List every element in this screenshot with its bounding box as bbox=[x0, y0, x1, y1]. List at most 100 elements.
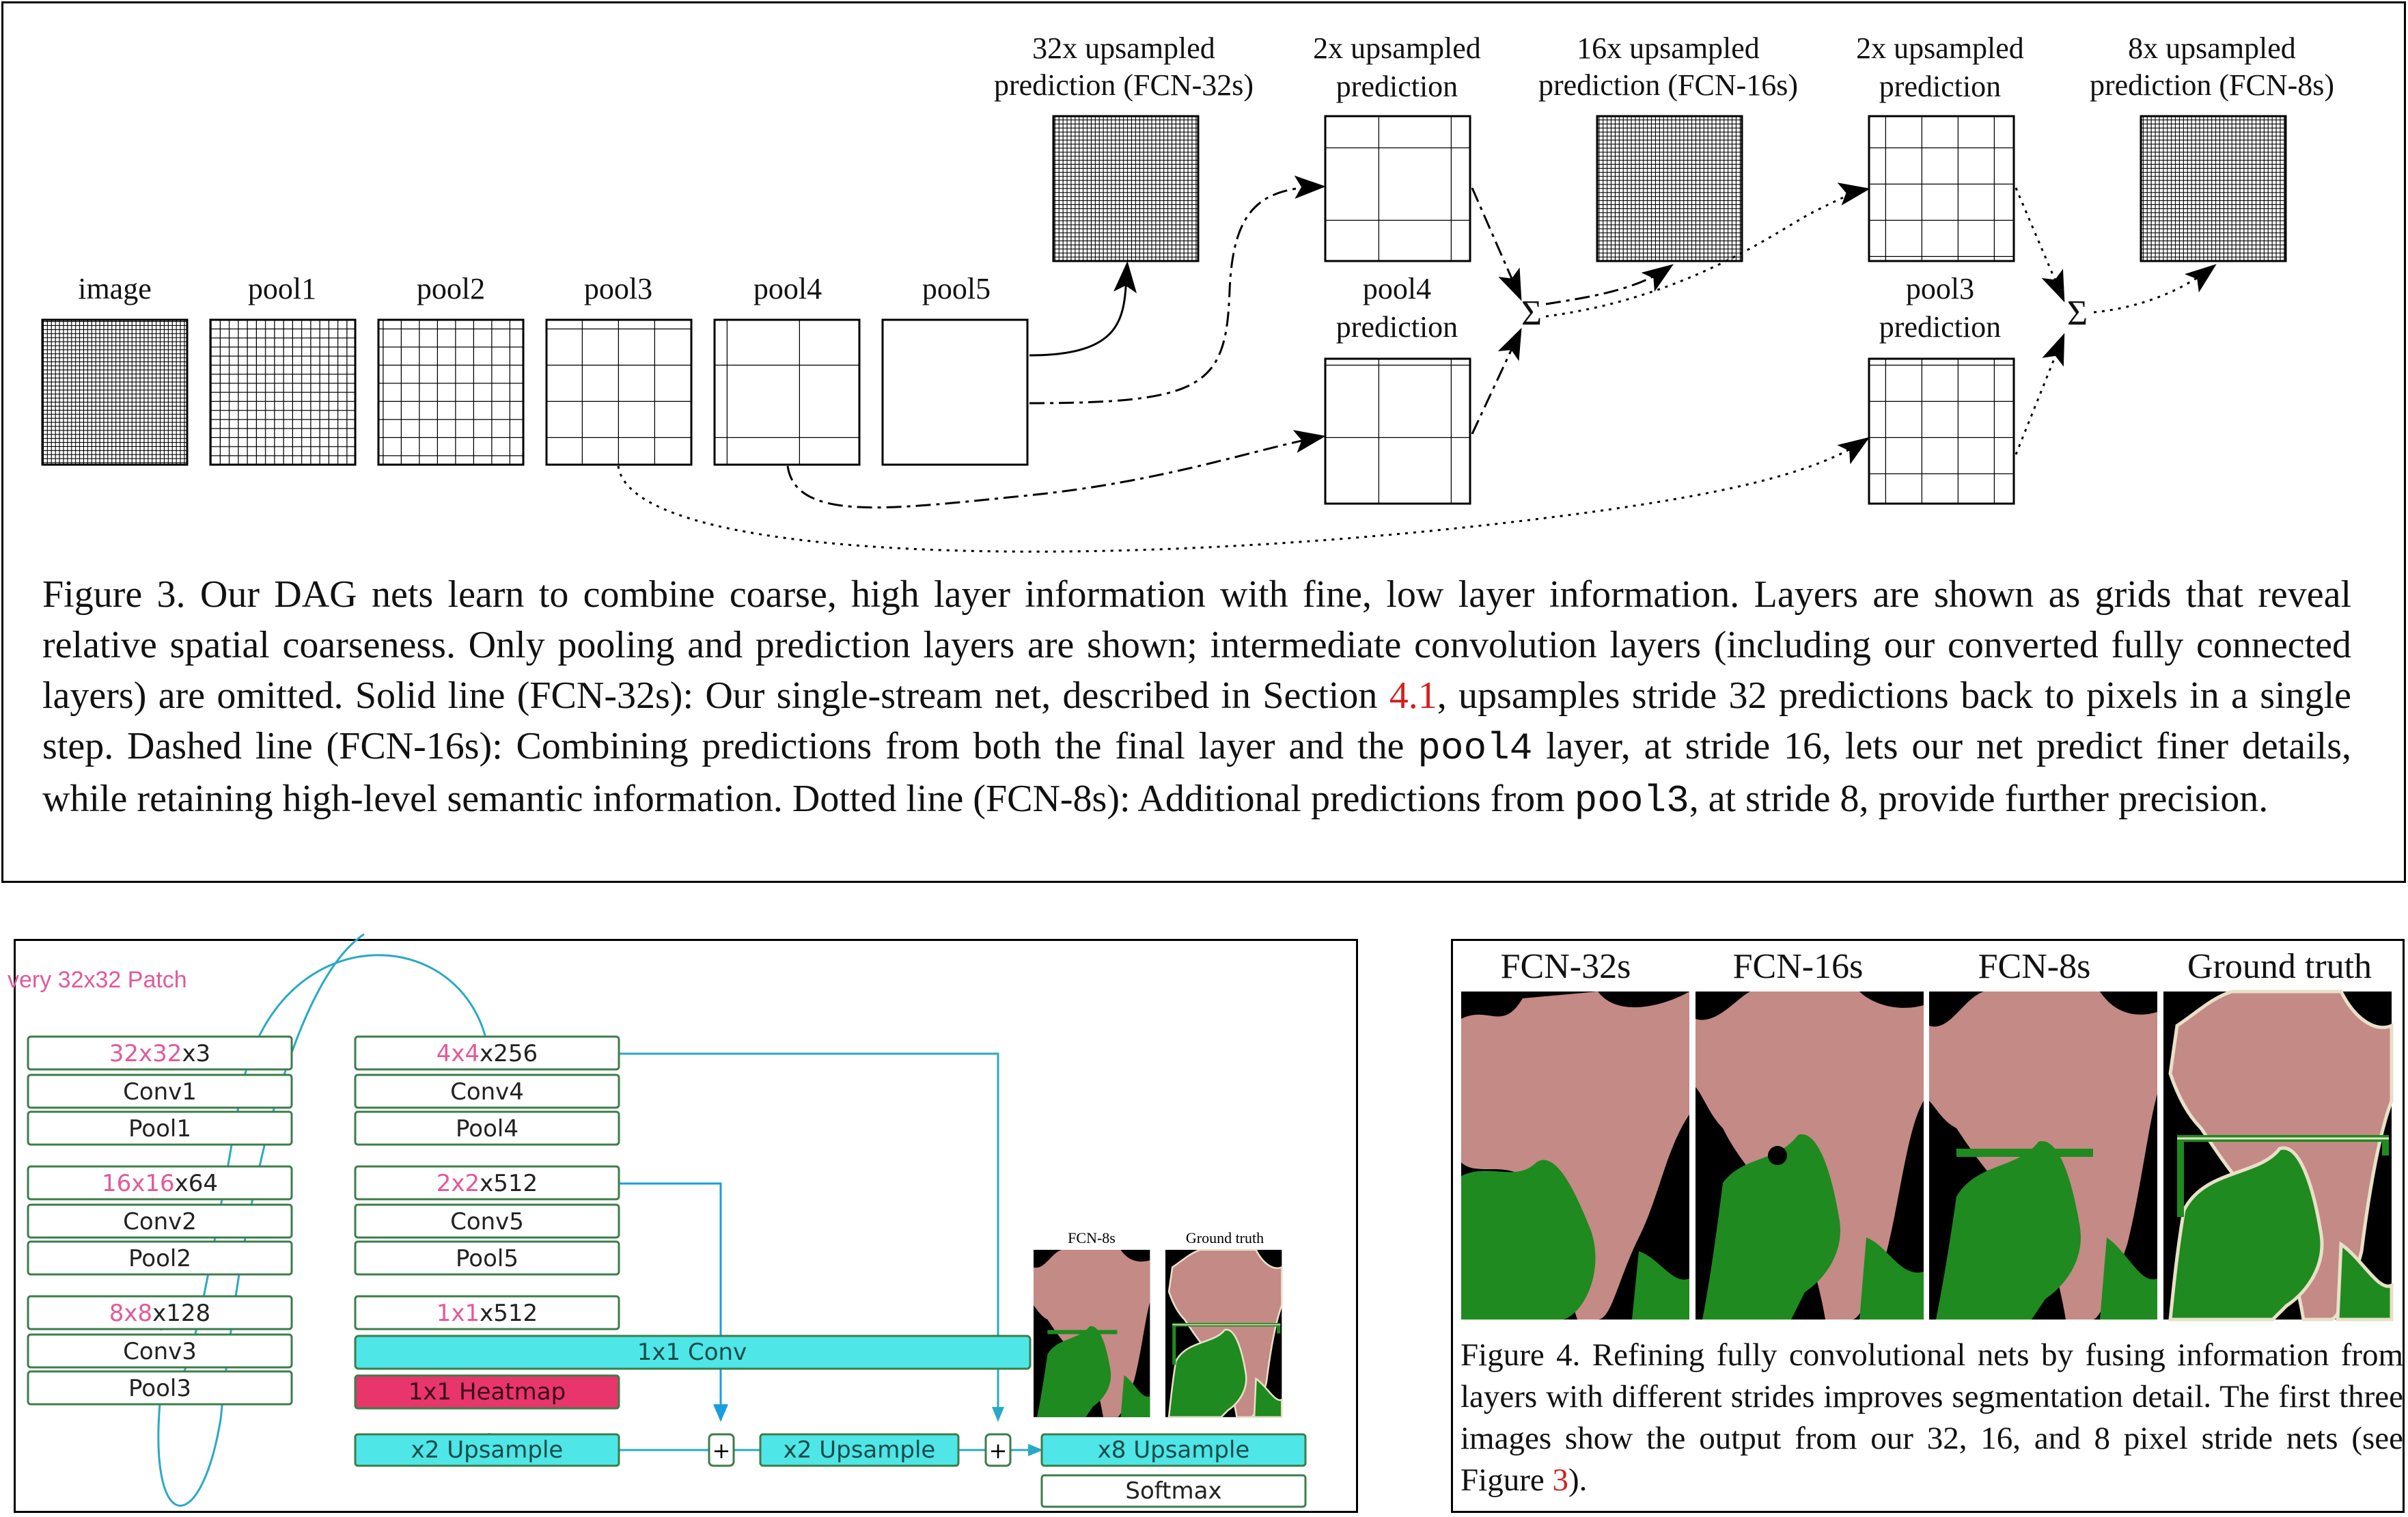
figure-3-panel: 32x upsampled prediction (FCN-32s) 2x up… bbox=[1, 1, 2406, 883]
middle-column-label-3: Pool4 bbox=[456, 1115, 518, 1143]
upsample-1 bbox=[354, 1433, 620, 1467]
middle-column: 4x4x256Conv4Pool42x2x512Conv5Pool51x1x51… bbox=[354, 1035, 620, 1330]
skip-4x4-to-x8 bbox=[618, 1052, 1004, 1422]
middle-column-box-5 bbox=[354, 1203, 620, 1239]
dotted-line-pred-to-sum bbox=[2015, 333, 2065, 455]
fig4-label-fcn8s: FCN-8s bbox=[1978, 947, 2091, 986]
dotted-line-2x-to-sum bbox=[2015, 187, 2065, 303]
grid-2x-prediction-top bbox=[1324, 115, 1471, 262]
pool-label-pool3: pool3 bbox=[584, 272, 652, 305]
pool-label-pool1: pool1 bbox=[248, 272, 316, 305]
heatmap-label: 1x1 Heatmap bbox=[409, 1378, 566, 1406]
left-column-label-5: Conv2 bbox=[123, 1208, 197, 1235]
top-label-5-line1: 8x upsampled bbox=[2128, 31, 2296, 65]
grid-pool3-prediction bbox=[1868, 357, 2015, 505]
heatmap-box bbox=[354, 1374, 620, 1410]
grid-pool4-prediction bbox=[1324, 357, 1471, 505]
pool-label-pool4: pool4 bbox=[753, 272, 822, 305]
top-label-2-line1: 2x upsampled bbox=[1313, 31, 1481, 65]
pool4-prediction-line1: pool4 bbox=[1363, 272, 1431, 305]
thumb-label-fcn8s: FCN-8s bbox=[1068, 1229, 1116, 1246]
fig4-label-ground-truth: Ground truth bbox=[2187, 947, 2372, 986]
segmentation-ground-truth bbox=[2163, 992, 2392, 1320]
pool4-prediction-line2: prediction bbox=[1336, 310, 1458, 344]
fig4-label-fcn16s: FCN-16s bbox=[1732, 947, 1864, 986]
middle-column-box-2 bbox=[354, 1074, 620, 1109]
figure-4-panel: FCN-32s FCN-16s FCN-8s Ground truth bbox=[1451, 939, 2405, 1513]
left-column-label-4: 16x16x64 bbox=[102, 1170, 218, 1197]
middle-column-label-6: Pool5 bbox=[456, 1245, 518, 1272]
pool-label-image: image bbox=[78, 272, 152, 305]
thumb-fcn8s bbox=[1034, 1250, 1150, 1417]
grid-32x-prediction bbox=[1052, 115, 1200, 262]
middle-column-label-7: 1x1x512 bbox=[437, 1300, 538, 1327]
top-label-1-line1: 32x upsampled bbox=[1032, 31, 1215, 65]
middle-column-box-7 bbox=[354, 1295, 620, 1330]
fig4-label-fcn32s: FCN-32s bbox=[1500, 947, 1631, 986]
grid-2x-prediction-second bbox=[1868, 115, 2015, 262]
middle-column-box-1 bbox=[354, 1035, 620, 1071]
top-label-1-line2: prediction (FCN-32s) bbox=[994, 68, 1254, 102]
upsample-3 bbox=[1040, 1433, 1307, 1467]
section-reference-link[interactable]: 4.1 bbox=[1389, 674, 1437, 717]
left-column-box-5 bbox=[27, 1203, 293, 1239]
grid-pool2 bbox=[377, 318, 525, 466]
top-label-3-line1: 16x upsampled bbox=[1577, 31, 1760, 65]
left-column-box-4 bbox=[27, 1165, 293, 1201]
left-column-label-1: 32x32x3 bbox=[109, 1040, 210, 1067]
grid-pool1 bbox=[209, 318, 357, 466]
top-label-4-line1: 2x upsampled bbox=[1856, 31, 2024, 65]
patch-label: very 32x32 Patch bbox=[8, 967, 187, 993]
grid-16x-prediction bbox=[1596, 115, 1743, 262]
conv-bar bbox=[354, 1335, 1032, 1370]
left-column-label-2: Conv1 bbox=[123, 1078, 197, 1106]
left-column-box-2 bbox=[27, 1074, 293, 1109]
grid-pool4 bbox=[713, 318, 861, 466]
grid-8x-prediction bbox=[2140, 115, 2287, 262]
softmax-label: Softmax bbox=[1125, 1477, 1221, 1505]
thumb-ground-truth bbox=[1165, 1250, 1282, 1417]
dashed-line-pool4-to-pred bbox=[786, 430, 1326, 509]
segmentation-fcn8s bbox=[1929, 992, 2157, 1320]
figure-3-diagram: 32x upsampled prediction (FCN-32s) 2x up… bbox=[41, 31, 2334, 553]
conv-bar-label: 1x1 Conv bbox=[637, 1339, 747, 1366]
left-column-label-8: Conv3 bbox=[123, 1338, 197, 1365]
left-column-box-6 bbox=[27, 1240, 293, 1276]
left-column-box-1 bbox=[27, 1035, 293, 1071]
caption-text: ). bbox=[1568, 1462, 1588, 1498]
sum-symbol-2: Σ bbox=[2067, 294, 2088, 333]
middle-column-label-1: 4x4x256 bbox=[437, 1040, 538, 1067]
upsample-2-label: x2 Upsample bbox=[784, 1436, 936, 1464]
segmentation-fcn32s bbox=[1461, 992, 1689, 1320]
left-column-box-7 bbox=[27, 1295, 293, 1330]
caption-text: Figure 4. Refining fully convolutional n… bbox=[1461, 1337, 2403, 1498]
plus-node-2 bbox=[984, 1433, 1012, 1467]
left-column-label-6: Pool2 bbox=[128, 1245, 191, 1272]
plus-symbol-2: + bbox=[989, 1438, 1008, 1464]
dotted-line-sum-to-8x bbox=[2093, 264, 2217, 314]
upsample-3-label: x8 Upsample bbox=[1098, 1436, 1250, 1464]
middle-column-label-4: 2x2x512 bbox=[437, 1170, 538, 1197]
caption-text: , at stride 8, provide further precision… bbox=[1689, 778, 2269, 820]
left-column-label-3: Pool1 bbox=[128, 1115, 191, 1143]
top-label-5-line2: prediction (FCN-8s) bbox=[2090, 68, 2334, 102]
left-column-label-7: 8x8x128 bbox=[109, 1300, 210, 1327]
grid-pool5 bbox=[881, 318, 1029, 466]
left-column-box-3 bbox=[27, 1110, 293, 1146]
caption-code: pool4 bbox=[1417, 726, 1533, 770]
dotted-line-pool3-to-pred bbox=[617, 437, 1870, 553]
pool-label-pool5: pool5 bbox=[922, 272, 991, 305]
skip-2x2-to-plus bbox=[618, 1182, 728, 1422]
pool3-prediction-line2: prediction bbox=[1879, 310, 2001, 344]
solid-line-fcn32s bbox=[1029, 261, 1137, 357]
figure-reference-link[interactable]: 3 bbox=[1552, 1462, 1568, 1498]
thumb-label-ground-truth: Ground truth bbox=[1186, 1229, 1264, 1246]
sum-symbol-1: Σ bbox=[1521, 294, 1542, 333]
top-label-4-line2: prediction bbox=[1879, 70, 2001, 103]
dotted-line-sum-to-2x bbox=[1545, 182, 1870, 318]
left-column-box-8 bbox=[27, 1333, 293, 1369]
middle-column-label-2: Conv4 bbox=[450, 1078, 524, 1106]
